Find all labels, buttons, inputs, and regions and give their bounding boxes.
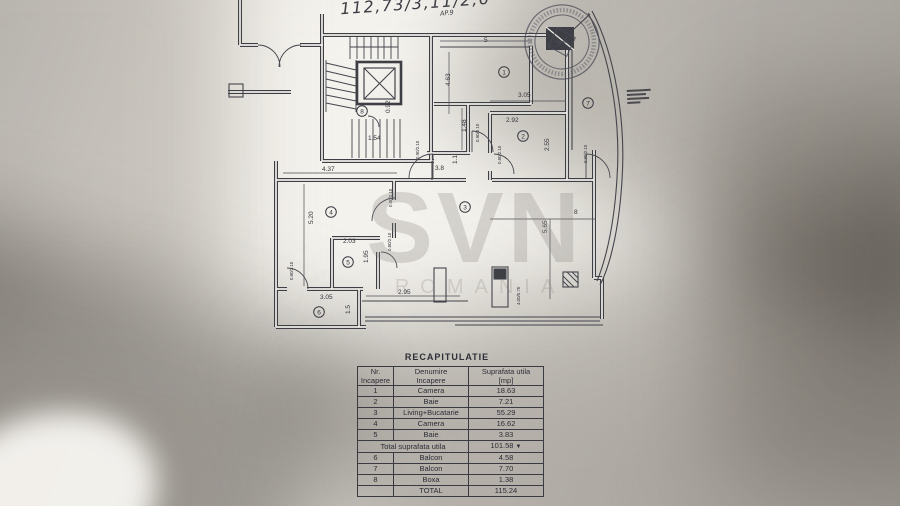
stairs-hatch-left <box>325 60 357 112</box>
total-label: TOTAL <box>393 485 469 497</box>
recap-cell: 6 <box>357 452 394 464</box>
recap-cell: 1 <box>357 385 394 397</box>
room-number-2: 2 <box>517 130 529 142</box>
recap-cell: 4.58 <box>468 452 544 464</box>
room-number-label: 7 <box>586 100 590 107</box>
dim-label: 5.20 <box>308 211 315 224</box>
door-size-label: 0.90/2.10 <box>475 123 480 142</box>
total-utila-row: Total suprafata utila 101.58 ▼ <box>357 440 544 453</box>
recap-cell: 4 <box>357 418 394 430</box>
dim-label: 1.5 <box>345 305 352 314</box>
header-line: Incapere <box>416 376 446 385</box>
total-utila-value: 101.58 ▼ <box>468 440 544 453</box>
recap-cell: 55.29 <box>468 407 544 419</box>
recap-header-nr: Nr.Incapere <box>357 366 394 386</box>
recap-cell: 3 <box>357 407 394 419</box>
recap-cell: Living+Bucatarie <box>393 407 469 419</box>
stairs-and-elevator <box>325 36 403 158</box>
total-value: 115.24 <box>468 485 544 497</box>
room-number-label: 8 <box>360 108 364 115</box>
room-number-1: 1 <box>498 66 510 78</box>
recap-cell: 1.38 <box>468 474 544 486</box>
dim-label: 1.54 <box>368 135 381 142</box>
dim-label: 2.55 <box>544 138 551 151</box>
total-utila-label: Total suprafata utila <box>357 440 469 453</box>
door-boxa <box>367 115 380 128</box>
dim-label: 1.48 <box>461 119 468 132</box>
room-number-label: 4 <box>329 209 333 216</box>
recap-cell: Boxa <box>393 474 469 486</box>
elevator-x-icon <box>363 67 396 100</box>
recap-cell: 7.21 <box>468 396 544 408</box>
entry-door-right <box>278 44 302 68</box>
room-number-6: 6 <box>313 306 325 318</box>
recap-cell: Camera <box>393 385 469 397</box>
recap-cell: 2 <box>357 396 394 408</box>
watermark-logo: SVN <box>366 172 584 284</box>
recap-cell: 16.62 <box>468 418 544 430</box>
recap-title: RECAPITULATIE <box>404 352 490 362</box>
recap-header-suprafata: Suprafata utila[mp] <box>468 366 544 386</box>
dim-label: 5 <box>484 37 488 44</box>
recap-cell: 7.70 <box>468 463 544 475</box>
dim-label: 3.05 <box>518 92 531 99</box>
header-line: Suprafata utila <box>481 367 531 376</box>
door-size-label: 0.80/2.10 <box>289 261 294 280</box>
recap-cell: 7 <box>357 463 394 475</box>
total-row: TOTAL 115.24 <box>357 485 544 497</box>
room-number-label: 2 <box>521 133 525 140</box>
dim-label: 2.92 <box>506 117 519 124</box>
recap-cell: 18.63 <box>468 385 544 397</box>
room-number-4: 4 <box>325 206 337 218</box>
dim-label: 4.37 <box>322 166 335 173</box>
header-line: Denumire <box>414 367 448 376</box>
dim-label: 1.1 <box>452 155 459 164</box>
door-size-label: 0.90/2.10 <box>583 144 588 163</box>
dim-label: 4.63 <box>445 73 452 86</box>
recap-cell: 3.83 <box>468 429 544 441</box>
room-number-7: 7 <box>582 97 594 109</box>
door-size-label: 0.80/2.10 <box>497 145 502 164</box>
header-line: [mp] <box>498 376 514 385</box>
dim-label: 3.05 <box>320 294 333 301</box>
recap-cell: Baie <box>393 429 469 441</box>
fine-print-block <box>626 88 651 104</box>
header-line: Nr. <box>370 367 381 376</box>
room-number-label: 1 <box>502 69 506 76</box>
dim-label: 3.8 <box>435 165 444 172</box>
recap-cell: Balcon <box>393 452 469 464</box>
entry-door-left <box>257 44 281 68</box>
recap-cell: 8 <box>357 474 394 486</box>
recap-cell: 5 <box>357 429 394 441</box>
header-line: Incapere <box>360 376 391 385</box>
recap-cell: Balcon <box>393 463 469 475</box>
stairs-hatch-top <box>349 36 399 59</box>
room-number-8: 8 <box>356 105 368 117</box>
room-number-label: 6 <box>317 309 321 316</box>
total-utila-number: 101.58 <box>490 441 514 450</box>
recap-cell: Baie <box>393 396 469 408</box>
door-size-label: 0.90/2.10 <box>415 140 420 159</box>
watermark-subtitle: ROMANIA <box>394 276 566 298</box>
recap-cell: Camera <box>393 418 469 430</box>
recap-cell <box>357 485 394 497</box>
door-balcony7 <box>585 153 611 179</box>
triangle-mark-icon: ▼ <box>515 444 522 450</box>
dim-label: 0.92 <box>385 100 392 113</box>
handwritten-apartment-note: AP.9 <box>439 8 455 18</box>
